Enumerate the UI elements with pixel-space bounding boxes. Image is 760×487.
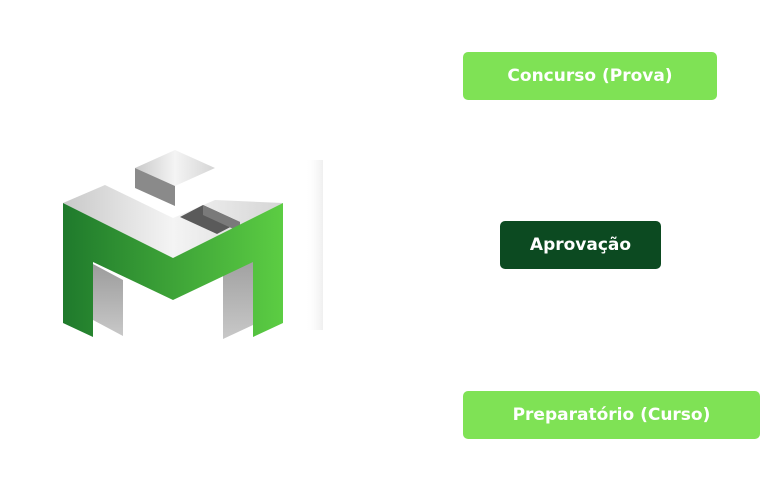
isometric-m-logo-icon <box>63 150 323 339</box>
concurso-prova-button[interactable]: Concurso (Prova) <box>463 52 717 100</box>
preparatorio-curso-button[interactable]: Preparatório (Curso) <box>463 391 760 439</box>
aprovacao-button[interactable]: Aprovação <box>500 221 661 269</box>
brand-logo <box>55 140 330 345</box>
